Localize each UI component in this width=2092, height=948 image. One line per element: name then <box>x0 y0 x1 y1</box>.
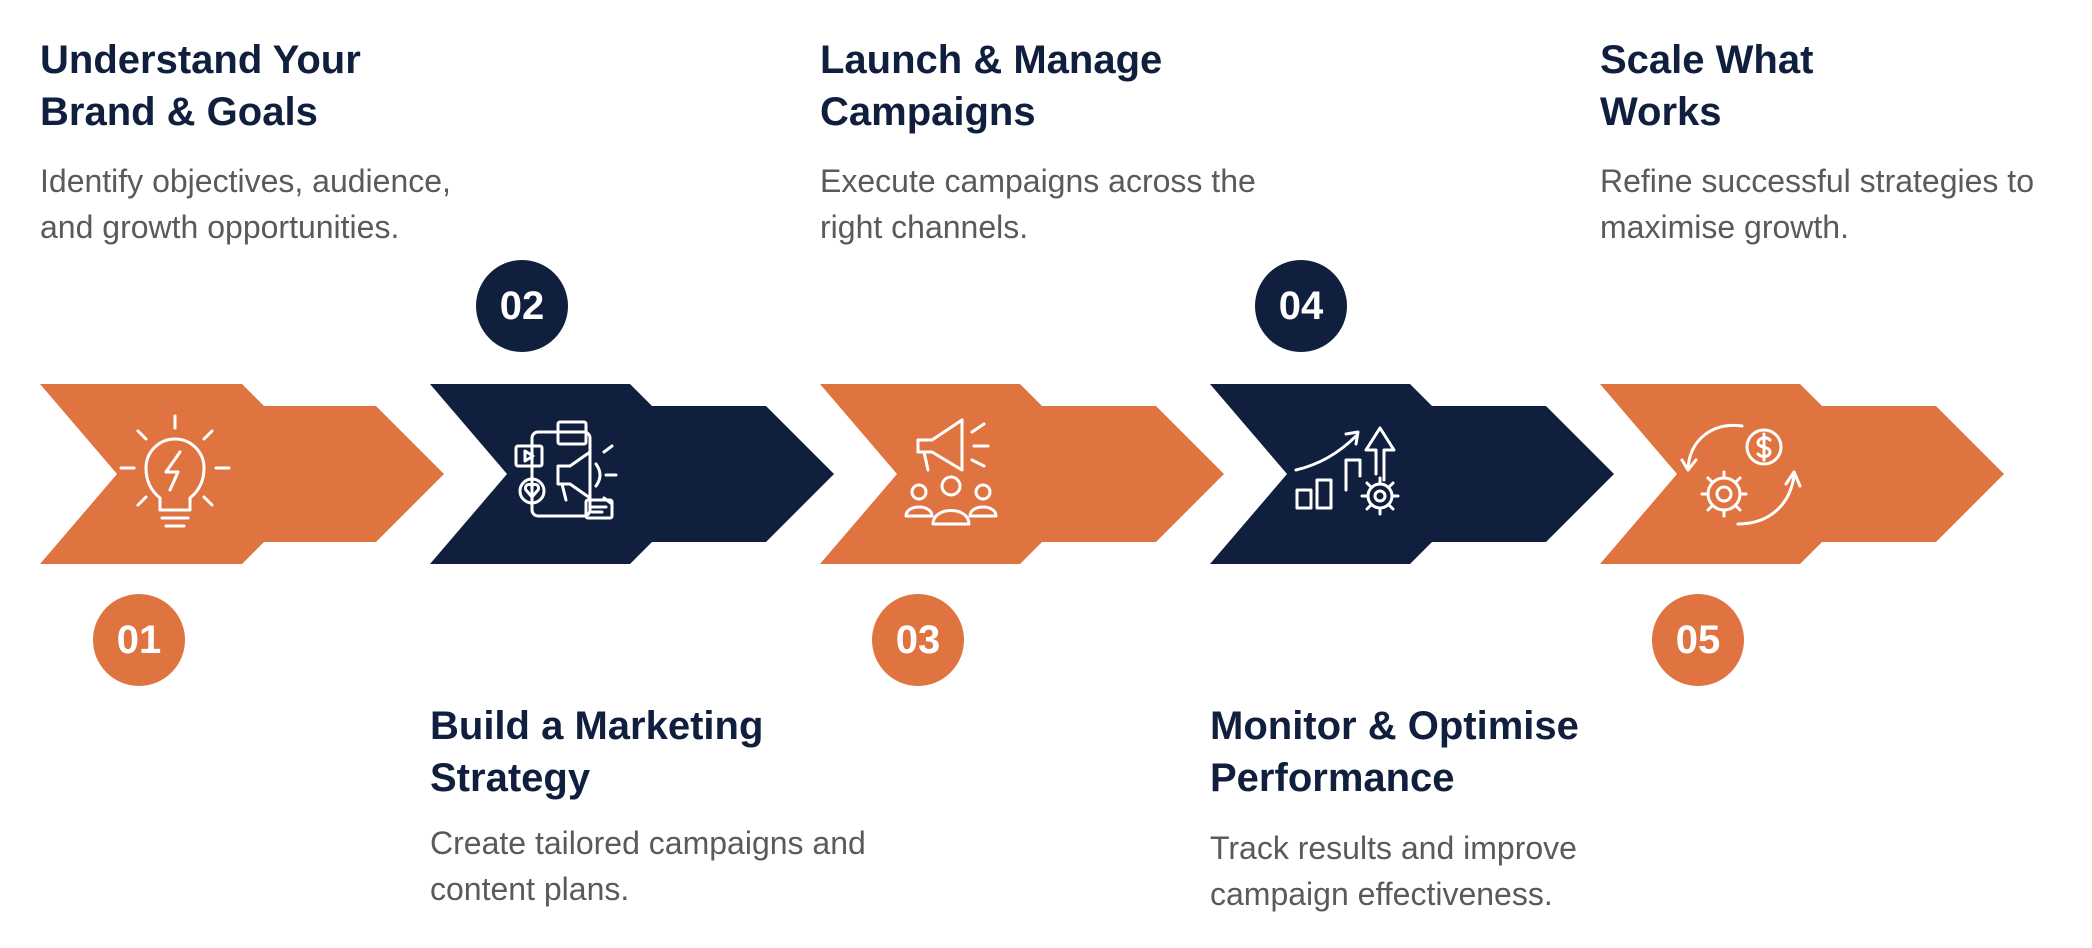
growth-chart-gear-icon <box>1294 426 1400 516</box>
money-cycle-gear-icon <box>1680 423 1802 526</box>
step-4-title-line-2: Performance <box>1210 756 1455 800</box>
step-3-title-line-2: Campaigns <box>820 90 1036 134</box>
step-4-desc-line-1: Track results and improve <box>1210 830 1577 866</box>
step-4-title: Monitor & Optimise Performance <box>1210 700 1579 804</box>
step-1-title: Understand Your Brand & Goals <box>40 34 361 138</box>
lightbulb-icon <box>119 414 231 528</box>
step-1-description: Identify objectives, audience, and growt… <box>40 158 451 250</box>
step-1-desc-line-1: Identify objectives, audience, <box>40 163 451 199</box>
step-3-number: 03 <box>895 617 941 662</box>
step-3-desc-line-2: right channels. <box>820 209 1029 245</box>
arrow-step-3 <box>820 384 1224 564</box>
step-1-number-badge: 01 <box>93 594 185 686</box>
step-2-title-line-2: Strategy <box>430 756 591 800</box>
step-5-description: Refine successful strategies to maximise… <box>1600 158 2034 250</box>
step-5-desc-line-2: maximise growth. <box>1600 209 1849 245</box>
step-5-title-line-1: Scale What <box>1600 38 1814 82</box>
step-4-number: 04 <box>1278 283 1324 328</box>
step-4-title-line-1: Monitor & Optimise <box>1210 704 1579 748</box>
social-media-marketing-icon <box>514 420 618 520</box>
step-1-desc-line-2: and growth opportunities. <box>40 209 400 245</box>
arrow-step-4 <box>1210 384 1614 564</box>
step-3-description: Execute campaigns across the right chann… <box>820 158 1256 250</box>
step-1-number: 01 <box>116 617 162 662</box>
step-3-number-badge: 03 <box>872 594 964 686</box>
megaphone-audience-icon <box>904 418 998 526</box>
arrow-step-2 <box>430 384 834 564</box>
step-4-description: Track results and improve campaign effec… <box>1210 825 1577 917</box>
step-2-number: 02 <box>499 283 545 328</box>
step-2-title: Build a Marketing Strategy <box>430 700 763 804</box>
step-2-description: Create tailored campaigns and content pl… <box>430 820 866 912</box>
step-5-title: Scale What Works <box>1600 34 1813 138</box>
step-5-title-line-2: Works <box>1600 90 1722 134</box>
step-4-desc-line-2: campaign effectiveness. <box>1210 876 1553 912</box>
step-4-number-badge: 04 <box>1255 260 1347 352</box>
step-5-desc-line-1: Refine successful strategies to <box>1600 163 2034 199</box>
arrow-step-5 <box>1600 384 2004 564</box>
step-3-title: Launch & Manage Campaigns <box>820 34 1162 138</box>
step-1-title-line-1: Understand Your <box>40 38 361 82</box>
step-2-desc-line-1: Create tailored campaigns and <box>430 825 866 861</box>
step-2-number-badge: 02 <box>476 260 568 352</box>
step-2-desc-line-2: content plans. <box>430 871 630 907</box>
step-3-desc-line-1: Execute campaigns across the <box>820 163 1256 199</box>
step-5-number: 05 <box>1675 617 1721 662</box>
arrow-step-1 <box>40 384 444 564</box>
step-1-title-line-2: Brand & Goals <box>40 90 318 134</box>
step-5-number-badge: 05 <box>1652 594 1744 686</box>
step-3-title-line-1: Launch & Manage <box>820 38 1163 82</box>
step-2-title-line-1: Build a Marketing <box>430 704 764 748</box>
